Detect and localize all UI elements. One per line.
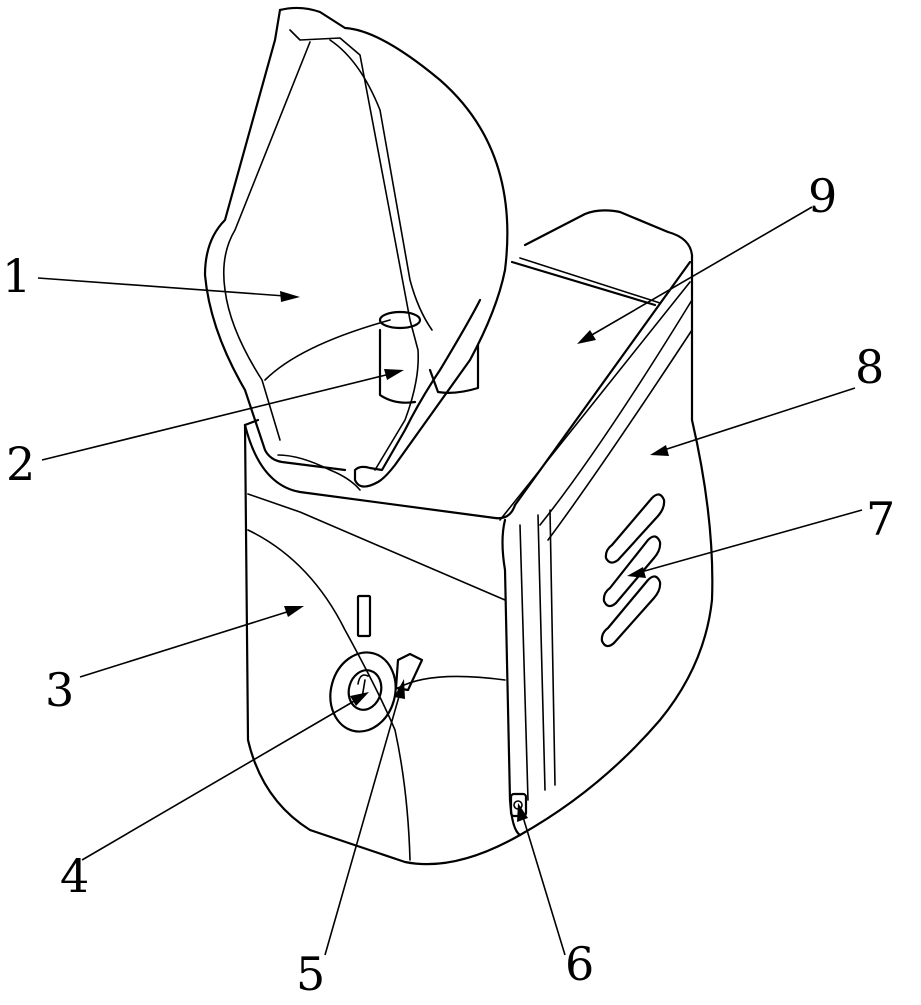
callout-labels: 1 2 3 4 5 6 7 8 9 bbox=[2, 169, 895, 1001]
label-9: 9 bbox=[808, 169, 837, 223]
connector-tube bbox=[378, 310, 480, 404]
indicator-slot bbox=[356, 594, 372, 638]
mask bbox=[203, 6, 509, 491]
device-body bbox=[243, 209, 714, 866]
label-7: 7 bbox=[866, 492, 895, 546]
vent-slots bbox=[600, 493, 666, 648]
label-8: 8 bbox=[855, 340, 884, 394]
label-5: 5 bbox=[296, 947, 325, 1000]
label-6: 6 bbox=[565, 937, 594, 991]
label-4: 4 bbox=[60, 849, 89, 903]
leader-lines bbox=[37, 206, 863, 956]
label-1: 1 bbox=[2, 249, 31, 303]
switch-tab bbox=[394, 652, 424, 692]
power-knob bbox=[329, 651, 397, 733]
label-3: 3 bbox=[45, 663, 74, 717]
label-2: 2 bbox=[6, 437, 35, 491]
